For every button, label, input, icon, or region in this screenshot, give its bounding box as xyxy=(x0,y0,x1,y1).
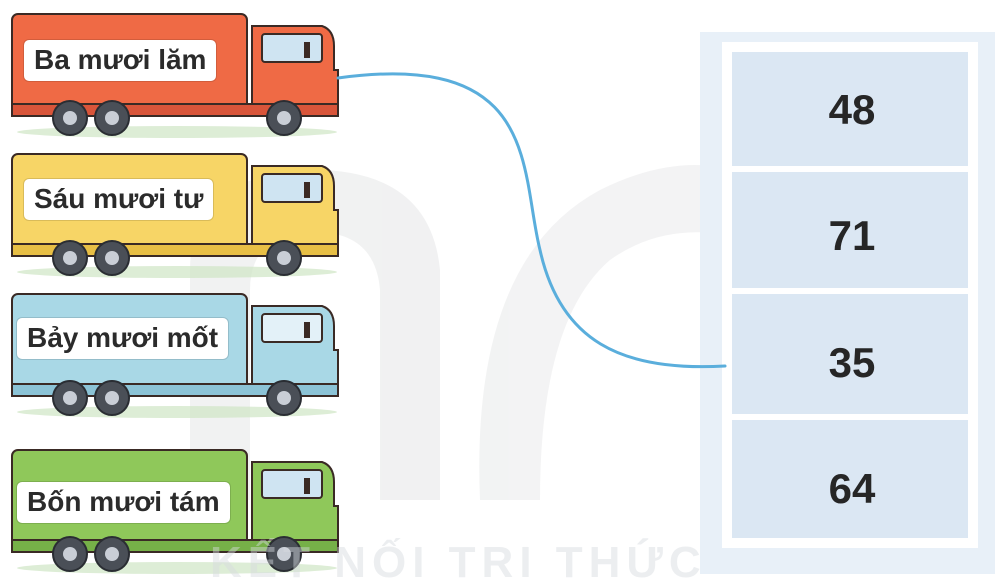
number-64[interactable]: 64 xyxy=(733,465,971,513)
window-icon xyxy=(262,470,322,498)
truck-label-red[interactable]: Ba mươi lăm xyxy=(24,40,216,81)
number-48[interactable]: 48 xyxy=(733,86,971,134)
truck-label-green[interactable]: Bốn mươi tám xyxy=(17,482,230,523)
truck-label-yellow[interactable]: Sáu mươi tư xyxy=(24,179,213,220)
watermark-text: KẾT NỐI TRI THỨC xyxy=(210,538,707,588)
window-icon xyxy=(262,34,322,62)
truck-label-blue[interactable]: Bảy mươi mốt xyxy=(17,318,228,359)
window-icon xyxy=(262,174,322,202)
number-35[interactable]: 35 xyxy=(733,339,971,387)
window-icon xyxy=(262,314,322,342)
number-71[interactable]: 71 xyxy=(733,212,971,260)
